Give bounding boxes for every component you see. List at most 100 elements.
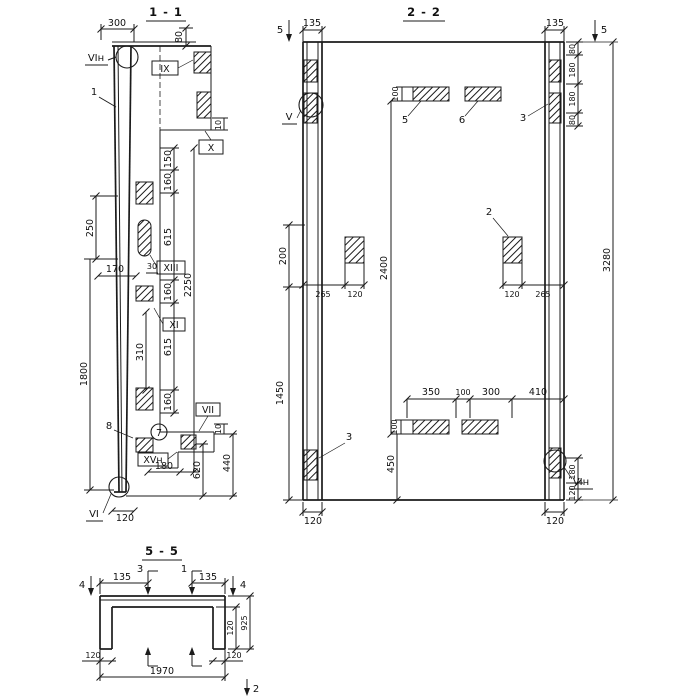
section-5-5-heading: 5 - 5 — [145, 544, 179, 558]
dim-150: 150 — [163, 150, 174, 168]
dim-10-top: 10 — [214, 120, 223, 130]
dim-300: 300 — [108, 18, 126, 29]
hatch-right-bar-top-2 — [548, 92, 562, 124]
dim-925: 925 — [240, 615, 249, 630]
cut-arrow-3-bottom — [145, 647, 151, 655]
dim-615b: 615 — [163, 338, 174, 356]
hatch-left-bar-bottom — [303, 449, 318, 481]
label-3-top: 3 — [520, 113, 526, 124]
dim-160c: 160 — [163, 393, 174, 411]
dim-160b: 160 — [163, 283, 174, 301]
cut-arrow-4-right — [230, 588, 236, 596]
dim-100-top: 100 — [391, 86, 400, 101]
label-v: V — [286, 112, 293, 123]
hatch-right-bar-bottom — [548, 447, 562, 479]
label-3-bottom: 3 — [346, 432, 352, 443]
detail-circle-vi-n — [543, 449, 567, 473]
dim-80b: 80 — [568, 115, 577, 125]
cut-arrow-5-left — [286, 34, 292, 42]
label-xvn: XVн — [143, 455, 162, 466]
section-5-5-labels: 4 4 3 1 2 — [79, 564, 259, 696]
dim-170: 170 — [106, 264, 124, 275]
dim-3280: 3280 — [602, 248, 613, 272]
dim-120-leg: 120 — [226, 620, 235, 635]
hatch-bottom-step — [180, 434, 197, 450]
dim-120-left: 120 — [347, 290, 362, 299]
dim-120-br: 120 — [568, 485, 577, 500]
label-vi-bottom: VI — [89, 509, 99, 520]
section-5-5: 5 - 5 135 135 120 925 — [79, 544, 259, 696]
label-cut5-right: 5 — [601, 25, 607, 36]
dim-310: 310 — [135, 343, 146, 361]
hatch-mid-left — [344, 236, 365, 264]
dim-450: 450 — [386, 455, 397, 473]
dim-350: 350 — [422, 387, 440, 398]
label-7: 7 — [156, 428, 162, 439]
dim-120-right: 120 — [504, 290, 519, 299]
label-cut2: 2 — [253, 684, 259, 695]
section-1-1-title: 1 - 1 — [146, 5, 186, 22]
hatch-top-right-2 — [196, 91, 212, 119]
dim-135-right: 135 — [546, 18, 564, 29]
cut-arrow-1-top — [189, 587, 195, 595]
label-7-circle — [150, 423, 168, 441]
dim-80: 80 — [174, 31, 185, 43]
hatch-rib-2 — [135, 285, 154, 302]
label-5: 5 — [402, 115, 408, 126]
section-5-5-dimensions: 135 135 120 925 120 120 1970 — [82, 572, 254, 681]
hatch-top-bar-6 — [464, 86, 502, 102]
section-5-5-title: 5 - 5 — [142, 544, 182, 561]
dim-120-bottom-right: 120 — [546, 516, 564, 527]
section-2-2-dimensions: 135 135 80 180 180 80 100 265 — [275, 18, 618, 527]
dim-200: 200 — [278, 247, 289, 265]
dim-120-br: 120 — [226, 651, 241, 660]
dim-1800: 1800 — [79, 362, 90, 386]
hatch-top-bar-5 — [412, 86, 450, 102]
dim-120-bottom-left: 120 — [304, 516, 322, 527]
label-2: 2 — [486, 207, 492, 218]
label-cut1: 1 — [181, 564, 187, 575]
cut-arrow-2 — [244, 688, 250, 696]
dim-620: 620 — [192, 461, 203, 479]
label-6: 6 — [459, 115, 465, 126]
dim-615a: 615 — [163, 228, 174, 246]
dim-30: 30 — [147, 262, 157, 271]
dim-100-bot: 100 — [390, 419, 399, 434]
label-cut4-right: 4 — [240, 580, 246, 591]
dim-10-bot: 10 — [214, 424, 223, 434]
dim-265-right: 265 — [535, 290, 550, 299]
hatch-mid-right — [502, 236, 523, 264]
label-xi: XI — [169, 320, 178, 331]
dim-265-left: 265 — [315, 290, 330, 299]
label-vi-n-top: VIн — [88, 53, 104, 64]
dim-2400: 2400 — [379, 256, 390, 280]
hatch-bot-bar-2 — [461, 419, 499, 435]
section-2-2-title: 2 - 2 — [403, 5, 445, 22]
cut-arrow-1-bottom — [189, 647, 195, 655]
label-cut5-left: 5 — [277, 25, 283, 36]
dim-160a: 160 — [163, 173, 174, 191]
dim-120: 120 — [116, 513, 134, 524]
detail-circle-v — [298, 92, 324, 118]
label-8: 8 — [106, 421, 112, 432]
hatch-right-bar-top-1 — [548, 59, 562, 83]
dim-2250: 2250 — [183, 273, 194, 297]
section-2-2-labels: 5 5 V 5 6 3 2 3 VIн — [277, 20, 607, 490]
label-1: 1 — [91, 87, 97, 98]
label-x: X — [208, 143, 215, 154]
label-cut4-left: 4 — [79, 580, 85, 591]
dim-180-br: 180 — [568, 464, 577, 479]
cut-arrow-4-left — [88, 588, 94, 596]
section-2-2-geometry — [298, 41, 567, 501]
dim-135-right: 135 — [199, 572, 217, 583]
dim-1970: 1970 — [150, 666, 174, 677]
hatch-bot-bar-1 — [412, 419, 450, 435]
hatch-rib-3 — [135, 387, 154, 411]
dim-300: 300 — [482, 387, 500, 398]
dim-80a: 80 — [568, 44, 577, 54]
label-ix: IX — [160, 64, 170, 75]
dim-440: 440 — [222, 454, 233, 472]
section-5-5-geometry — [99, 595, 226, 650]
section-1-1-geometry — [108, 41, 215, 498]
